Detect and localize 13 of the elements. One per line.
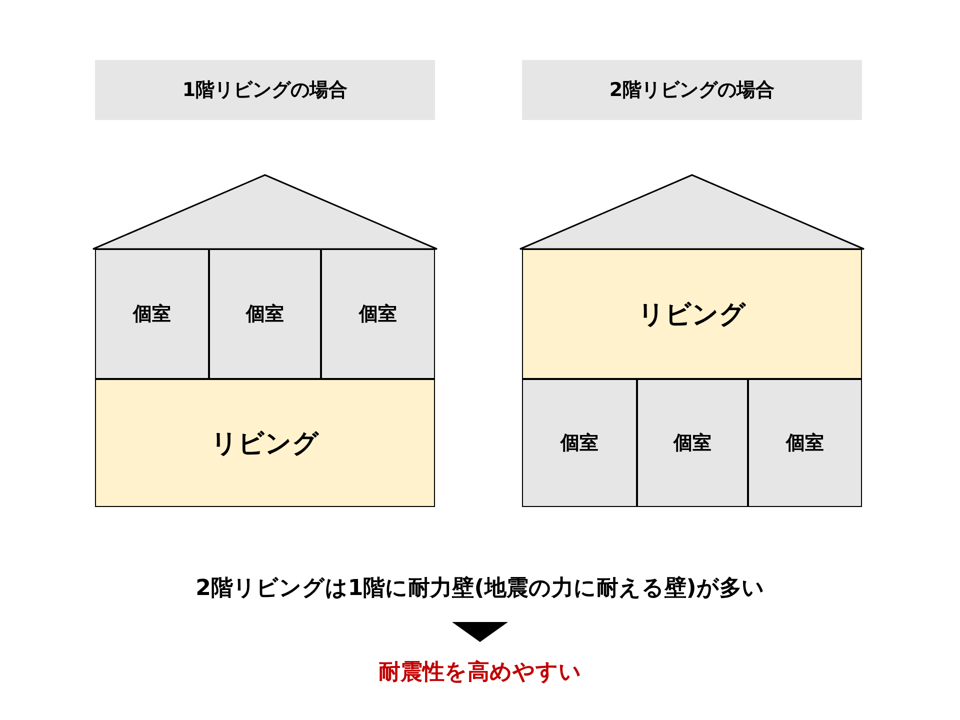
- room-box: リビング: [522, 249, 862, 379]
- room-box: 個室: [95, 249, 209, 379]
- room-box: 個室: [748, 379, 862, 507]
- room-box: 個室: [522, 379, 637, 507]
- conclusion-text: 耐震性を高めやすい: [280, 652, 680, 692]
- room-box: 個室: [321, 249, 435, 379]
- header-label: 2階リビングの場合: [522, 60, 862, 120]
- room-box: リビング: [95, 379, 435, 507]
- statement-text: 2階リビングは1階に耐力壁(地震の力に耐える壁)が多い: [80, 568, 880, 608]
- header-label: 1階リビングの場合: [95, 60, 435, 120]
- room-box: 個室: [209, 249, 321, 379]
- room-box: 個室: [637, 379, 748, 507]
- down-triangle-arrow: [452, 622, 508, 642]
